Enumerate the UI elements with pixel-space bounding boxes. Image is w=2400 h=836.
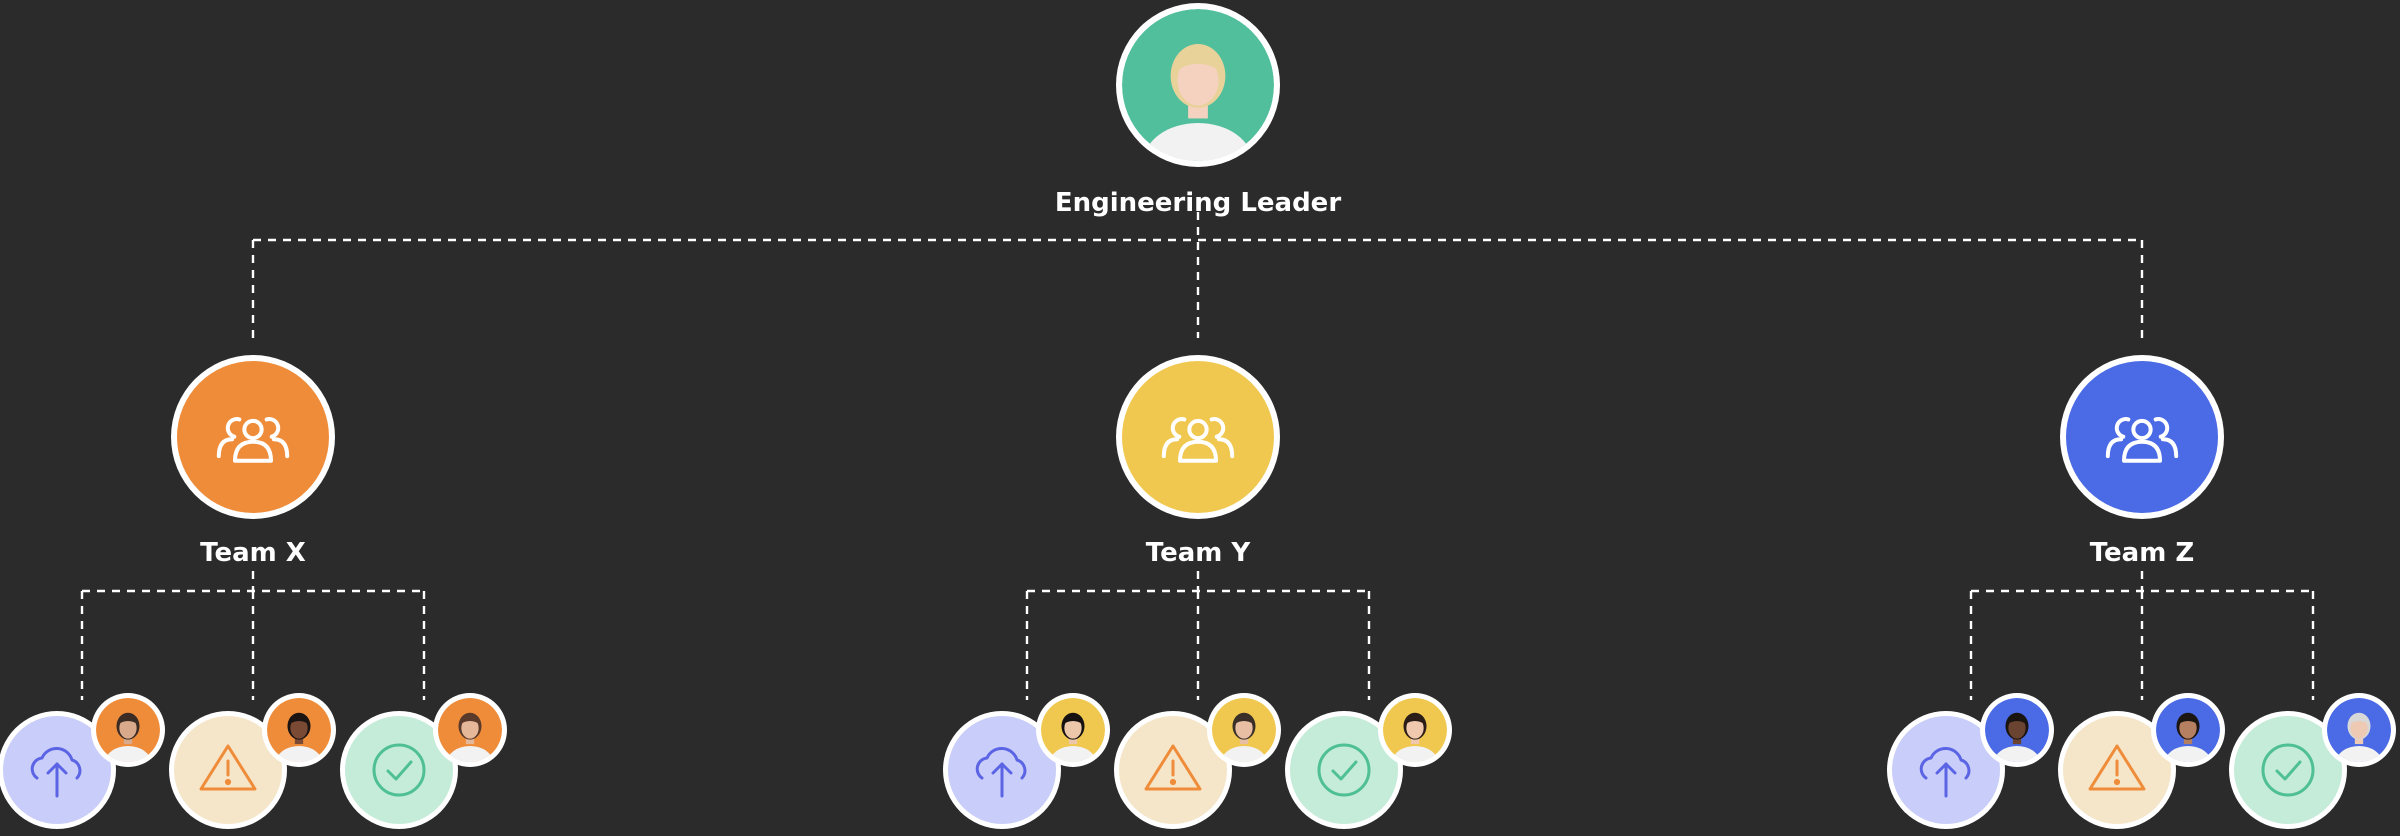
check-circle-icon xyxy=(2261,743,2315,797)
avatar xyxy=(2156,698,2220,762)
member-node[interactable] xyxy=(943,693,1110,829)
member-node[interactable] xyxy=(2058,693,2225,829)
team-name: Team Y xyxy=(1146,538,1252,568)
avatar xyxy=(438,698,502,762)
member-node[interactable] xyxy=(1114,693,1281,829)
avatar xyxy=(1041,698,1105,762)
leader-title: Engineering Leader xyxy=(1055,188,1341,218)
avatar xyxy=(267,698,331,762)
team-node[interactable]: Team X xyxy=(171,355,335,568)
cloud-upload-icon xyxy=(30,747,82,798)
member-node[interactable] xyxy=(0,693,165,829)
leader-avatar xyxy=(1122,9,1274,161)
status-badge xyxy=(1290,716,1398,824)
team-node[interactable]: Team Z xyxy=(2060,355,2224,568)
warning-icon xyxy=(199,744,257,791)
users-icon xyxy=(2105,417,2179,463)
status-badge xyxy=(2234,716,2342,824)
member-node[interactable] xyxy=(1285,693,1452,829)
team-node[interactable]: Team Y xyxy=(1116,355,1280,568)
warning-icon xyxy=(1144,744,1202,791)
team-name: Team X xyxy=(200,538,306,568)
cloud-upload-icon xyxy=(1919,747,1971,798)
member-node[interactable] xyxy=(1887,693,2054,829)
avatar xyxy=(96,698,160,762)
avatar xyxy=(1212,698,1276,762)
team-name: Team Z xyxy=(2090,538,2194,568)
member-node[interactable] xyxy=(340,693,507,829)
avatar xyxy=(1985,698,2049,762)
cloud-upload-icon xyxy=(975,747,1027,798)
avatar xyxy=(1383,698,1447,762)
warning-icon xyxy=(2088,744,2146,791)
member-node[interactable] xyxy=(2229,693,2396,829)
status-badge xyxy=(345,716,453,824)
check-circle-icon xyxy=(372,743,426,797)
users-icon xyxy=(216,417,290,463)
leader-node[interactable] xyxy=(1116,3,1280,202)
avatar xyxy=(2327,698,2391,762)
member-node[interactable] xyxy=(169,693,336,829)
check-circle-icon xyxy=(1317,743,1371,797)
connector-lines xyxy=(80,212,2315,700)
users-icon xyxy=(1161,417,1235,463)
teams: Team X Team Y Team Z xyxy=(0,355,2396,829)
